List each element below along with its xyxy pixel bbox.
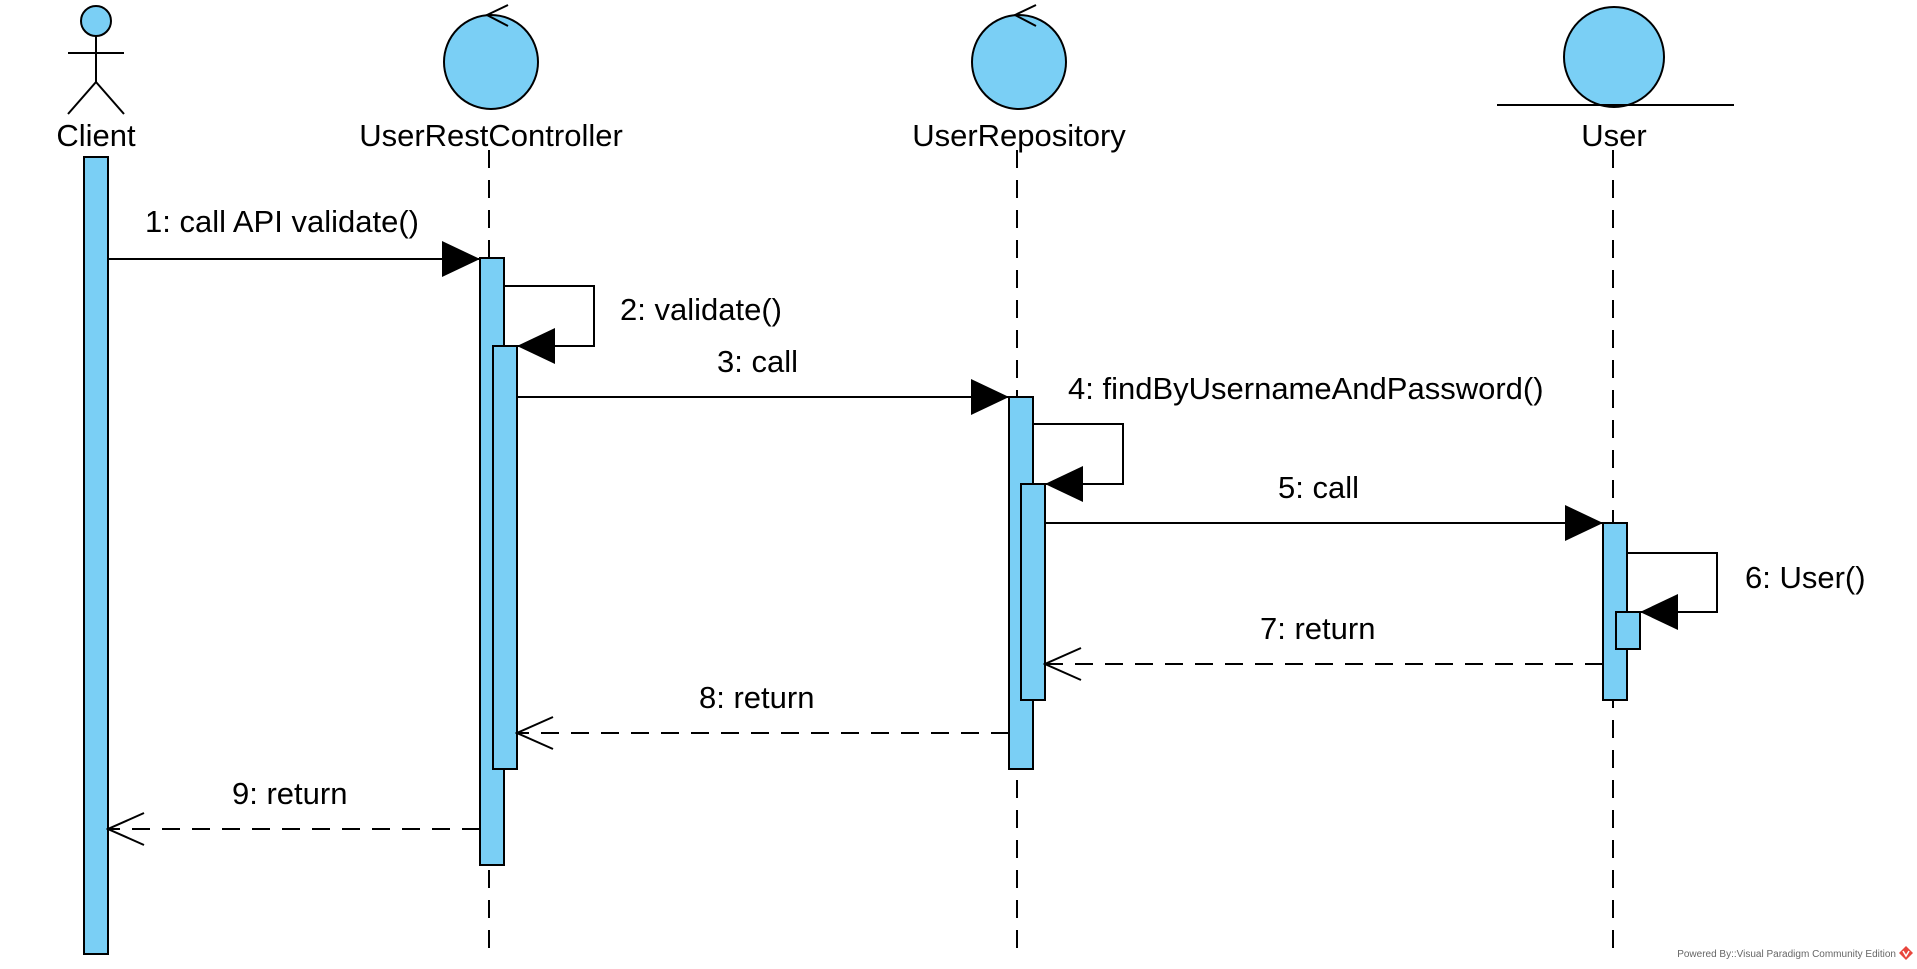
footer-watermark: Powered By::Visual Paradigm Community Ed…	[1677, 946, 1913, 960]
entity-icon	[1497, 6, 1734, 108]
actor-icon	[67, 5, 125, 115]
message-8[interactable]: 8: return	[517, 680, 1009, 733]
message-7[interactable]: 7: return	[1045, 611, 1603, 664]
message-label: 6: User()	[1745, 560, 1866, 595]
message-1[interactable]: 1: call API validate()	[108, 204, 480, 277]
visual-paradigm-logo-icon	[1899, 946, 1913, 960]
activation-user-nested	[1615, 611, 1641, 650]
control-icon	[971, 4, 1067, 110]
control-icon	[443, 4, 539, 110]
message-arrow	[1033, 423, 1124, 502]
message-6[interactable]: 6: User()	[1627, 552, 1866, 630]
participant-label: User	[1581, 118, 1646, 153]
message-9[interactable]: 9: return	[108, 776, 480, 829]
message-label: 8: return	[699, 680, 814, 715]
message-label: 2: validate()	[620, 292, 782, 327]
message-3[interactable]: 3: call	[517, 344, 1009, 415]
participant-label: Client	[56, 118, 136, 153]
activation-controller-nested	[492, 345, 518, 770]
message-arrow	[504, 285, 595, 364]
message-label: 9: return	[232, 776, 347, 811]
footer-text: Powered By::Visual Paradigm Community Ed…	[1677, 949, 1896, 960]
participant-userrestcontroller[interactable]: UserRestController	[359, 4, 623, 153]
message-4[interactable]: 4: findByUsernameAndPassword()	[1033, 371, 1544, 502]
participant-label: UserRepository	[912, 118, 1126, 153]
message-label: 3: call	[717, 344, 798, 379]
participant-userrepository[interactable]: UserRepository	[912, 4, 1126, 153]
message-5[interactable]: 5: call	[1045, 470, 1603, 541]
message-label: 4: findByUsernameAndPassword()	[1068, 371, 1544, 406]
participant-user[interactable]: User	[1497, 6, 1734, 153]
message-label: 1: call API validate()	[145, 204, 419, 239]
activation-client	[83, 156, 109, 955]
message-arrow	[1627, 552, 1718, 630]
message-label: 7: return	[1260, 611, 1375, 646]
activation-repository-nested	[1020, 483, 1046, 701]
message-2[interactable]: 2: validate()	[504, 285, 782, 364]
message-label: 5: call	[1278, 470, 1359, 505]
participant-label: UserRestController	[359, 118, 623, 153]
participant-client[interactable]: Client	[56, 5, 136, 153]
